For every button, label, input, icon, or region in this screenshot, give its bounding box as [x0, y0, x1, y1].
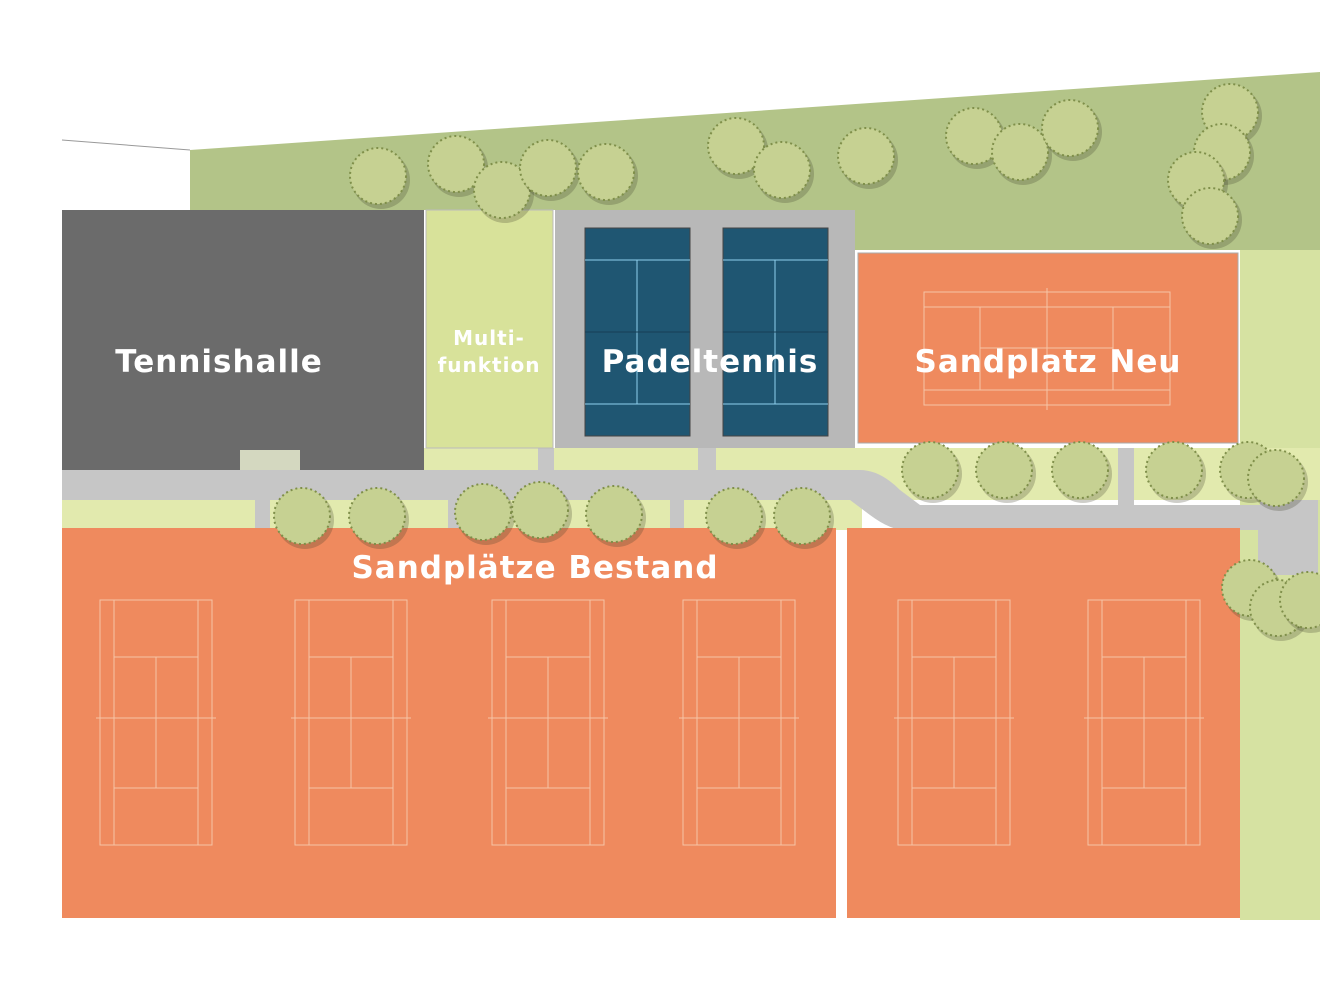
label-tennishalle: Tennishalle [115, 344, 323, 380]
footpath [255, 498, 270, 530]
tree-icon [473, 161, 531, 219]
court-lines [682, 599, 796, 846]
footpath [698, 448, 716, 472]
tree-icon [1041, 99, 1099, 157]
tree-icon [1051, 441, 1109, 499]
tree-icon [273, 487, 331, 545]
court-lines [491, 599, 605, 846]
tree-icon [1145, 441, 1203, 499]
label-sandplaetze-bestand: Sandplätze Bestand [351, 550, 719, 586]
tree-icon [585, 485, 643, 543]
court-lines [897, 599, 1011, 846]
tree-icon [707, 117, 765, 175]
tree-icon [511, 481, 569, 539]
tree-icon [705, 487, 763, 545]
tree-icon [1247, 449, 1305, 507]
footpath [1118, 448, 1134, 508]
tree-icon [519, 139, 577, 197]
tree-icon [975, 441, 1033, 499]
label-multifunktion-line2: funktion [437, 353, 541, 377]
tree-icon [454, 483, 512, 541]
tree-icon [773, 487, 831, 545]
footpath [538, 448, 554, 472]
tree-icon [348, 487, 406, 545]
tree-icon [1279, 571, 1320, 629]
court-lines [294, 599, 408, 846]
tree-icon [991, 123, 1049, 181]
label-sandplatz-neu: Sandplatz Neu [914, 344, 1182, 380]
multifunction-area [425, 209, 554, 449]
tree-icon [577, 143, 635, 201]
tree-icon [837, 127, 895, 185]
tennis-hall [62, 210, 424, 470]
label-multifunktion: Multi- funktion [438, 325, 541, 379]
tree-icon [753, 141, 811, 199]
label-padeltennis: Padeltennis [601, 344, 819, 380]
footpath [670, 498, 684, 530]
tree-icon [349, 147, 407, 205]
hall-entrance [240, 450, 300, 470]
court-lines [1087, 599, 1201, 846]
tree-icon [901, 441, 959, 499]
label-multifunktion-line1: Multi- [453, 326, 525, 350]
court-lines [99, 599, 213, 846]
tree-icon [1181, 187, 1239, 245]
tree-icon [427, 135, 485, 193]
sandplaetze-bestand-west [62, 528, 836, 918]
sandplaetze-bestand-east [847, 528, 1240, 918]
property-line [61, 139, 191, 151]
